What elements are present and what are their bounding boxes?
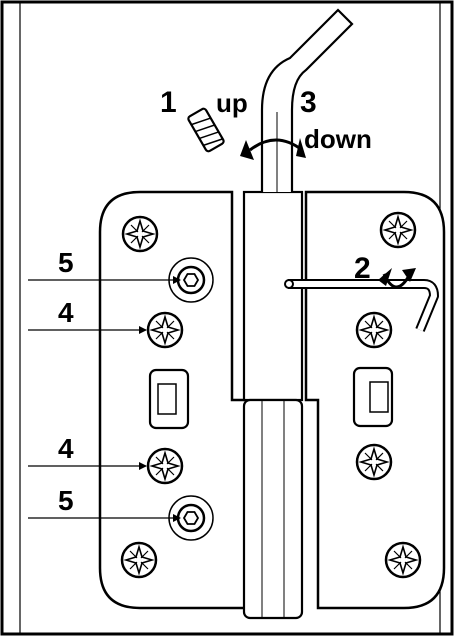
phillips-screw-icon: [384, 541, 422, 579]
callout-5-lower: 5: [58, 485, 74, 516]
allen-key-icon: [284, 268, 439, 332]
phillips-screw-icon: [121, 215, 159, 253]
hinge-pin: [260, 8, 354, 192]
callout-5-upper: 5: [58, 247, 74, 278]
phillips-screw-icon: [120, 541, 158, 579]
phillips-screw-icon: [146, 447, 184, 485]
rotate-arrow-icon: [249, 138, 303, 152]
callout-leaders: [28, 276, 181, 522]
callout-4-upper: 4: [58, 297, 74, 328]
callout-4-lower: 4: [58, 433, 74, 464]
set-screw-icon: [187, 107, 225, 153]
phillips-screw-icon: [379, 211, 417, 249]
step-3-label: 3: [300, 86, 317, 119]
lower-knuckle: [242, 398, 304, 620]
phillips-screw-icon: [146, 311, 184, 349]
down-label: down: [304, 124, 372, 154]
upper-knuckle: [242, 190, 304, 402]
phillips-screw-icon: [355, 443, 393, 481]
phillips-screw-icon: [355, 311, 393, 349]
step-1-label: 1: [160, 86, 177, 119]
step-2-label: 2: [354, 252, 371, 285]
up-label: up: [216, 88, 248, 118]
